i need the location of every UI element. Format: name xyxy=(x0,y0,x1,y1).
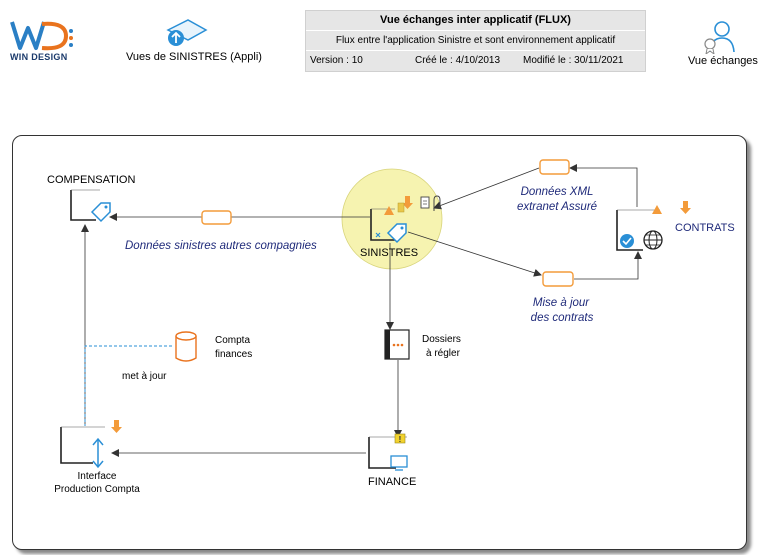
sinistres-view-label: Vues de SINISTRES (Appli) xyxy=(126,51,262,63)
flow-label-xml-2: extranet Assuré xyxy=(517,201,597,213)
info-subtitle: Flux entre l'application Sinistre et son… xyxy=(306,31,645,51)
tools-icon xyxy=(375,232,381,238)
flow-line-maj-contrats[interactable] xyxy=(574,251,642,280)
windesign-logo: WIN DESIGN xyxy=(8,14,78,66)
info-modified: Modifié le : 30/11/2021 xyxy=(523,55,624,66)
contrats-node[interactable] xyxy=(616,201,691,251)
contrats-label: CONTRATS xyxy=(675,222,735,234)
clipboard-icon xyxy=(420,196,430,209)
info-created: Créé le : 4/10/2013 xyxy=(415,55,501,66)
logo-text: WIN DESIGN xyxy=(10,52,68,62)
database-icon[interactable] xyxy=(175,331,197,362)
flow-line-contrats-xml[interactable] xyxy=(569,164,638,207)
download-arrow-icon xyxy=(680,201,691,214)
download-arrow-icon xyxy=(402,196,413,209)
flow-label-maj-2: des contrats xyxy=(531,312,594,324)
diagram-info-panel: Vue échanges inter applicatif (FLUX) Flu… xyxy=(305,10,646,72)
interface-node[interactable] xyxy=(60,420,122,469)
compensation-label: COMPENSATION xyxy=(47,174,135,186)
globe-icon xyxy=(643,230,663,250)
user-certificate-icon xyxy=(704,21,735,54)
exchange-view-link[interactable]: Vue échanges xyxy=(684,20,764,70)
info-title: Vue échanges inter applicatif (FLUX) xyxy=(306,11,645,31)
info-version: Version : 10 xyxy=(310,55,363,66)
flow-label-donnees-sinistres: Données sinistres autres compagnies xyxy=(125,240,317,252)
sinistres-node[interactable] xyxy=(370,195,441,244)
sinistres-view-link[interactable]: Vues de SINISTRES (Appli) xyxy=(118,18,268,68)
flow-box-maj[interactable] xyxy=(542,271,574,287)
monitor-icon xyxy=(390,455,408,471)
dossiers-label-2: à régler xyxy=(426,348,461,359)
compta-label-2: finances xyxy=(215,349,252,360)
compensation-node[interactable] xyxy=(70,189,111,223)
flow-label-maj-1: Mise à jour xyxy=(533,297,590,309)
exchange-view-label: Vue échanges xyxy=(688,55,758,67)
checkmark-icon xyxy=(620,234,634,248)
view-layer-icon xyxy=(166,19,208,46)
svg-text:!: ! xyxy=(399,435,402,444)
finance-label: FINANCE xyxy=(368,476,416,488)
warning-icon xyxy=(384,206,394,215)
flow-line-xml-sinistres[interactable] xyxy=(433,167,540,210)
interface-label-2: Production Compta xyxy=(54,484,140,495)
download-arrow-icon xyxy=(111,420,122,433)
flow-line-sinistres-maj[interactable] xyxy=(407,231,542,277)
flow-box-donnees-sinistres[interactable] xyxy=(201,210,232,225)
sinistres-label: SINISTRES xyxy=(360,247,418,259)
dashed-link-compta-interface[interactable] xyxy=(84,345,172,426)
finance-node[interactable]: ! xyxy=(368,433,408,471)
attachment-icon xyxy=(433,195,441,211)
compta-label-1: Compta xyxy=(215,335,250,346)
interface-label-1: Interface xyxy=(78,471,117,482)
flow-box-xml[interactable] xyxy=(539,159,570,175)
alert-badge-icon xyxy=(394,433,406,444)
flow-label-xml-1: Données XML xyxy=(521,186,594,198)
flow-label-met-a-jour: met à jour xyxy=(122,371,167,382)
warning-icon xyxy=(652,205,662,214)
sinistres-highlight xyxy=(341,168,443,270)
sync-arrows-icon xyxy=(92,437,104,469)
dossiers-label-1: Dossiers xyxy=(422,334,461,345)
dossiers-node[interactable] xyxy=(384,329,410,360)
key-icon xyxy=(397,202,405,213)
tag-icon xyxy=(90,202,111,223)
